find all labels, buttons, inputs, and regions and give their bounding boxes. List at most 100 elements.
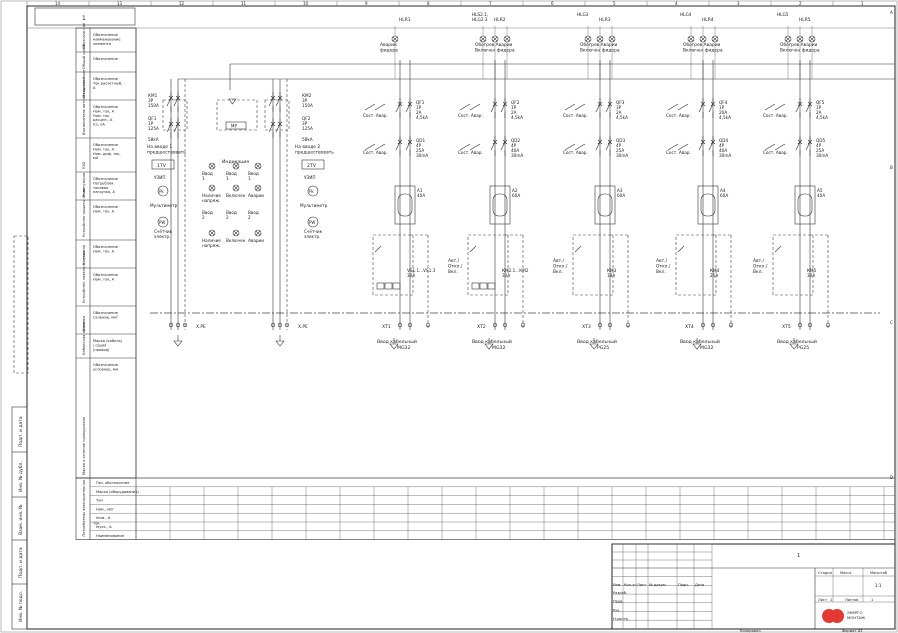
consumer-row-label: Поз. обозначение [96,481,130,485]
breaker-x [502,101,508,107]
lamp-icon [809,36,815,42]
terminal-icon [182,322,188,328]
breaker-group [162,99,188,131]
lamp-icon [208,184,216,192]
terminal-icon [492,322,498,328]
feeder-ctrl: Сост. Авар. [363,150,388,155]
breaker-contact [268,123,274,133]
feeder-hl: HLR5 [799,17,811,23]
title-cell-label: № докум. [649,583,667,587]
multimeter-glyph: Pk [309,189,314,194]
title-frame [611,543,896,630]
fuse-block [384,282,393,290]
terminal-icon [407,322,413,328]
lamp-icon [209,230,215,236]
stamp-label: Инв. № подл. [18,591,24,622]
aux-contact [564,143,576,151]
breaker-contact [708,141,714,151]
feeder-hl2: HLG5 [777,12,789,17]
breaker-x [277,121,283,127]
title-cell-label: Дата [695,583,704,587]
lamp-icon [392,36,398,42]
lamp-icon [209,163,215,169]
multimeter-glyph: Pk [159,189,164,194]
breaker-contact [275,123,281,133]
ruler-number: 7 [489,1,492,6]
lamp-icon [232,184,240,192]
feeder-hl: HLR1 [399,17,411,23]
ruler-number: 11 [241,1,247,6]
selector-contact [469,245,477,253]
terminal-icon [277,322,283,328]
energy-meter-icon [157,216,169,228]
starter-frame [467,234,509,296]
terminal-icon [807,322,813,328]
ruler-number: 9 [365,1,368,6]
header-group: Реле [82,187,86,197]
header-group: Клеммы [82,316,86,331]
header-group: УЗО [82,162,86,169]
feeder-ctrl: Сост. Авар. [666,150,691,155]
terminal-icon [168,322,174,328]
lamp-icon [233,185,239,191]
terminal-icon [597,322,603,328]
contactor-box [394,185,416,225]
breaker-contact [166,97,172,107]
breaker-contact [605,141,611,151]
contactor-box [794,185,816,225]
feeder-hl: HLR2 [494,17,506,23]
auto-mode-label: Авт./Откл./Вкл. [656,258,671,275]
lamp-icon [797,36,803,42]
ruler-number: 1 [861,1,864,6]
breaker-x [277,95,283,101]
energy-meter-glyph: PW [309,220,315,225]
title-cell-label: Кол.уч [624,583,636,587]
input-ka: 58kA [148,137,159,142]
terminal-icon [625,322,631,328]
lamp-icon [712,36,718,42]
lamp-icon [232,162,240,170]
selector-contact [677,245,685,253]
consumer-group-label: Потребитель электроэнергии [82,479,86,536]
auto-mode-label: Авт./Откл./Вкл. [753,258,768,275]
scale-label: Масштаб [870,571,888,575]
terminal-icon [502,322,508,328]
breaker-contact [595,141,601,151]
breaker-x [492,101,498,107]
uzip-label: УЗИП [154,175,166,180]
stamp-label: Взам. инв. № [18,504,24,535]
lamp-icon [688,36,694,42]
breaker-x [597,101,603,107]
breaker-contact [405,103,411,113]
feeder-hl2: HLG3 [577,12,589,17]
terminal-icon [284,322,290,328]
breaker-contact [395,141,401,151]
ruler-number: 4 [675,1,678,6]
aux-contact [764,103,776,111]
selector-contact [374,245,382,253]
breaker-contact [395,103,401,113]
lamp-icon [504,36,510,42]
feeder-xt: XT1 [382,324,391,330]
breaker-contact [795,103,801,113]
contactor-coil [397,193,413,217]
